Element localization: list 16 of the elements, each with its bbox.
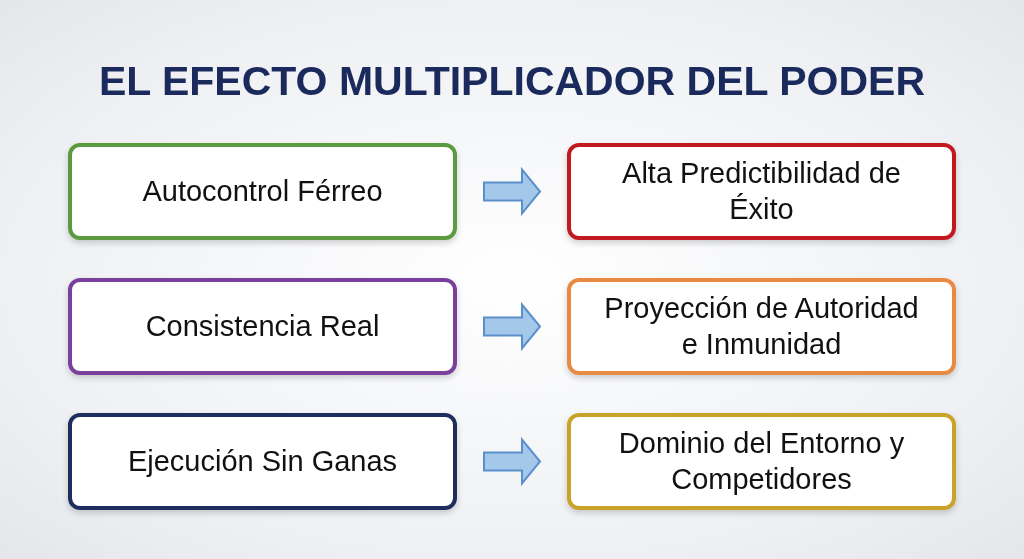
- block-arrow: [483, 301, 542, 352]
- box-label: Autocontrol Férreo: [142, 173, 383, 209]
- process-box: [567, 143, 956, 240]
- box-label: Dominio del Entorno y Competidores: [617, 426, 906, 497]
- process-box: [68, 278, 457, 375]
- block-arrow: [483, 436, 542, 487]
- title: EL EFECTO MULTIPLICADOR DEL PODER: [97, 58, 927, 105]
- box-label: Proyección de Autoridad e Inmunidad: [603, 291, 920, 362]
- box-label: Consistencia Real: [145, 308, 380, 344]
- box-label: Ejecución Sin Ganas: [127, 443, 398, 479]
- process-box: [567, 278, 956, 375]
- block-arrow: [483, 166, 542, 217]
- process-box: [68, 143, 457, 240]
- process-box: [68, 413, 457, 510]
- box-label: Alta Predictibilidad de Éxito: [621, 156, 902, 227]
- process-box: [567, 413, 956, 510]
